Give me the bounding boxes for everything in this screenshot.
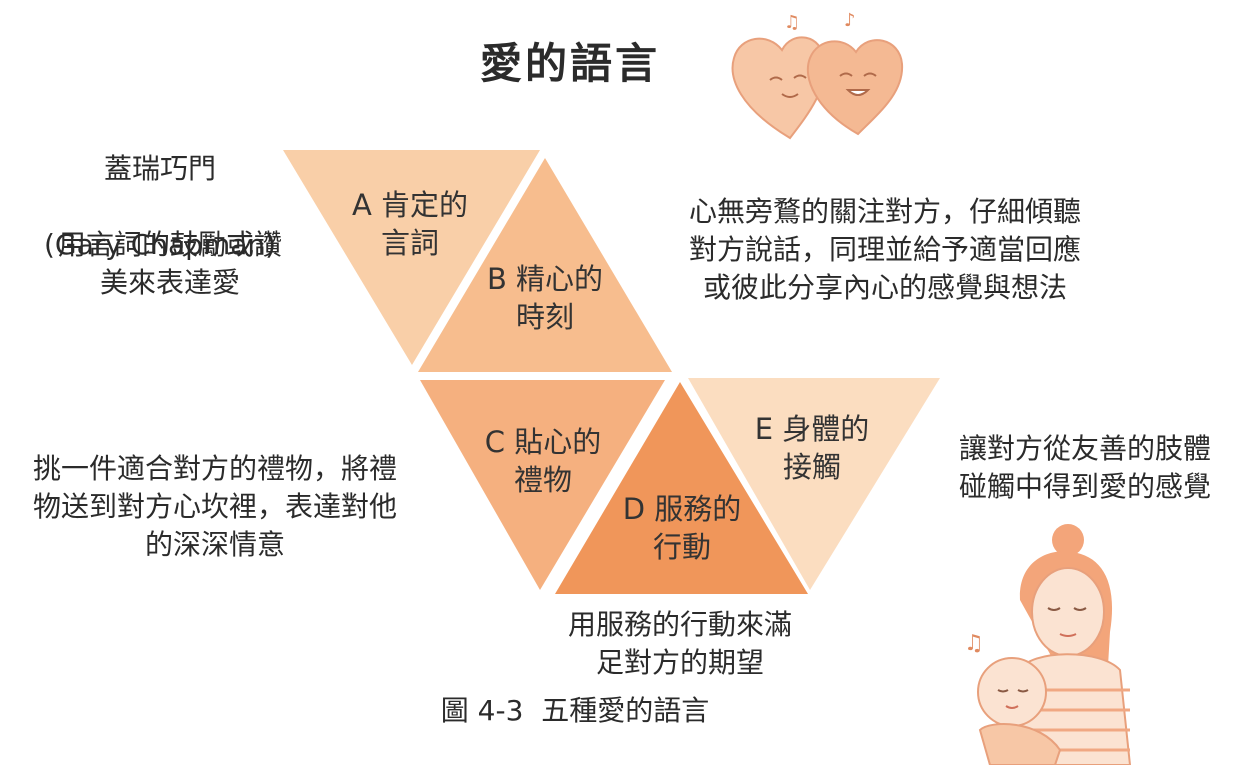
description-b: 心無旁鶩的關注對方，仔細傾聽 對方說話，同理並給予適當回應 或彼此分享內心的感覺… — [688, 195, 1081, 304]
diagram-title: 愛的語言 — [479, 39, 660, 88]
triangle-c — [420, 380, 665, 590]
description-c: 挑一件適合對方的禮物，將禮 物送到對方心坎裡，表達對他 的深深情意 — [32, 452, 397, 561]
triangle-label-b: B 精心的 時刻 — [486, 262, 604, 334]
description-e: 讓對方從友善的肢體 碰觸中得到愛的感覺 — [958, 432, 1211, 503]
author-name-en: (Gary Chapman) — [43, 228, 277, 261]
triangle-b — [418, 158, 672, 372]
hearts-illustration: ♫ ♪ — [731, 10, 904, 140]
triangle-label-c: C 貼心的 禮物 — [484, 425, 602, 497]
author-name-zh: 蓋瑞巧門 — [103, 152, 216, 185]
triangle-e — [688, 378, 940, 590]
svg-text:♪: ♪ — [844, 10, 856, 31]
mother-baby-illustration: ♫ — [964, 524, 1132, 765]
svg-text:♫: ♫ — [784, 12, 800, 33]
triangle-label-a: A 肯定的 言詞 — [351, 188, 469, 260]
triangle-label-e: E 身體的 接觸 — [754, 412, 870, 484]
triangle-d — [555, 382, 808, 594]
triangle-a — [283, 150, 540, 365]
description-d: 用服務的行動來滿 足對方的期望 — [567, 608, 792, 679]
triangle-label-d: D 服務的 行動 — [622, 492, 742, 564]
description-a: 用言詞的鼓勵或讚 美來表達愛 — [57, 228, 282, 299]
figure-caption: 圖 4-3 五種愛的語言 — [440, 694, 710, 727]
svg-text:♫: ♫ — [964, 631, 984, 656]
